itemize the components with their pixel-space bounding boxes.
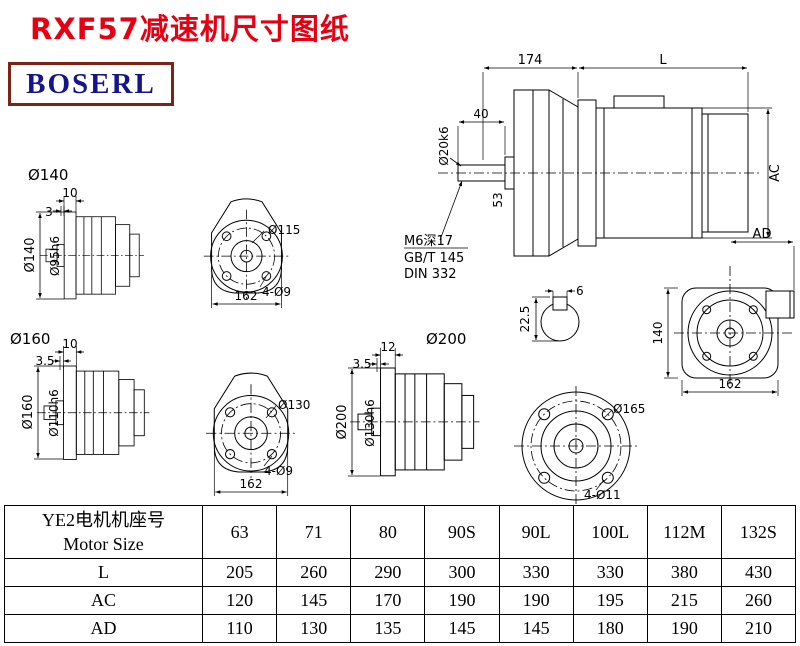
bolt-circle-label: Ø130 [278, 398, 310, 412]
holes-label: 4-Ø9 [264, 464, 293, 478]
view-f-front-view-200: Ø165 4-Ø11 [514, 386, 645, 504]
dim-key-width: 6 [576, 284, 584, 298]
table-cell: 190 [424, 586, 500, 615]
dim-spigot-diameter: Ø95h6 [48, 236, 62, 276]
dim-53: 53 [491, 192, 505, 207]
dim-flange-thickness: 10 [62, 186, 77, 200]
column-header: 90L [498, 505, 574, 559]
bolt-circle-label: Ø115 [268, 223, 300, 237]
motor-size-header-cn: YE2电机机座号 [42, 509, 165, 530]
dim-spigot-depth: 3 [45, 205, 53, 219]
dim-spigot-diameter: Ø110h6 [47, 389, 61, 437]
table-cell: 430 [720, 558, 797, 587]
view-d-front-view-130: Ø130 4-Ø9 162 [205, 372, 310, 496]
dim-motor-length: L [659, 53, 667, 68]
table-cell: 190 [646, 614, 722, 643]
holes-label: 4-Ø11 [584, 488, 621, 502]
column-header: 132S [720, 505, 797, 559]
view-b-front-view-115: Ø115 4-Ø9 162 [203, 198, 300, 308]
dim-spigot-depth: 3.5 [35, 354, 54, 368]
column-header: 112M [646, 505, 722, 559]
table-row-AD: AD 110 130 135 145 145 180 190 210 [4, 614, 797, 643]
dim-rear-width: 162 [719, 377, 742, 391]
table-cell: 380 [646, 558, 722, 587]
table-cell: 145 [498, 614, 574, 643]
table-cell: 120 [201, 586, 278, 615]
motor-size-header-en: Motor Size [63, 534, 144, 554]
dim-box-width: AD [753, 227, 772, 242]
column-header: 100L [572, 505, 648, 559]
flange-140-label: Ø140 [28, 166, 68, 184]
page-title: RXF57减速机尺寸图纸 [30, 12, 350, 46]
flange-200-label: Ø200 [426, 330, 466, 348]
row-label: AC [4, 586, 203, 615]
dim-motor-diameter: AC [768, 164, 783, 182]
dim-outer-diameter: Ø140 [23, 237, 38, 272]
table-cell: 210 [720, 614, 797, 643]
table-cell: 260 [276, 558, 352, 587]
table-cell: 260 [720, 586, 797, 615]
table-row-L: L 205 260 290 300 330 330 380 430 [4, 558, 797, 587]
holes-label: 4-Ø9 [262, 285, 291, 299]
width-label: 162 [235, 289, 258, 303]
column-header: 80 [350, 505, 426, 559]
dim-spigot-depth: 3.5 [352, 357, 371, 371]
tap-note-line3: DIN 332 [404, 267, 457, 282]
boserl-logo: BOSERL [8, 62, 174, 106]
key-section-detail: 6 22.5 [518, 284, 584, 342]
width-label: 162 [240, 477, 263, 491]
dim-front-length: 174 [518, 53, 543, 68]
dim-shaft-diameter: Ø20k6 [437, 126, 451, 165]
dim-key-height: 22.5 [518, 306, 532, 333]
table-cell: 300 [424, 558, 500, 587]
table-header-row: YE2电机机座号 Motor Size 63 71 80 90S 90L 100… [4, 505, 797, 559]
tap-note-line1: M6深17 [404, 234, 453, 249]
table-cell: 330 [572, 558, 648, 587]
dim-shaft-length: 40 [473, 107, 488, 121]
dim-flange-thickness: 10 [62, 337, 77, 351]
table-cell: 190 [498, 586, 574, 615]
column-header: 71 [276, 505, 352, 559]
rear-view: AD 140 162 [651, 227, 795, 396]
table-cell: 170 [350, 586, 426, 615]
motor-size-header: YE2电机机座号 Motor Size [4, 505, 203, 559]
tap-note-line2: GB/T 145 [404, 251, 464, 266]
dim-rear-height: 140 [651, 322, 665, 345]
flange-160-label: Ø160 [10, 330, 50, 348]
table-row-AC: AC 120 145 170 190 190 195 215 260 [4, 586, 797, 615]
column-header: 90S [424, 505, 500, 559]
table-cell: 215 [646, 586, 722, 615]
technical-drawing: Ø140 Ø160 Ø200 Ø140 Ø95h6 10 3 Ø115 [10, 53, 795, 504]
main-assembly-view: 174 L 40 Ø20k6 53 AC M6深17 GB/T 145 [404, 53, 783, 282]
dim-outer-diameter: Ø160 [21, 394, 36, 429]
dim-outer-diameter: Ø200 [335, 404, 350, 439]
table-cell: 330 [498, 558, 574, 587]
table-cell: 195 [572, 586, 648, 615]
view-a-side-view-140: Ø140 Ø95h6 10 3 [23, 186, 145, 300]
dimension-table: YE2电机机座号 Motor Size 63 71 80 90S 90L 100… [4, 505, 797, 643]
row-label: L [4, 558, 203, 587]
view-e-side-view-200: Ø200 Ø130h6 12 3.5 [335, 340, 481, 477]
table-cell: 290 [350, 558, 426, 587]
table-cell: 130 [276, 614, 352, 643]
table-cell: 180 [572, 614, 648, 643]
row-label: AD [4, 614, 203, 643]
logo-text: BOSERL [26, 67, 156, 100]
view-c-side-view-160: Ø160 Ø110h6 10 3.5 [21, 337, 150, 460]
dim-spigot-diameter: Ø130h6 [363, 399, 377, 447]
table-cell: 110 [201, 614, 278, 643]
dim-flange-thickness: 12 [380, 340, 395, 354]
table-cell: 205 [201, 558, 278, 587]
table-cell: 145 [276, 586, 352, 615]
column-header: 63 [201, 505, 278, 559]
bolt-circle-label: Ø165 [613, 402, 645, 416]
table-cell: 135 [350, 614, 426, 643]
table-cell: 145 [424, 614, 500, 643]
